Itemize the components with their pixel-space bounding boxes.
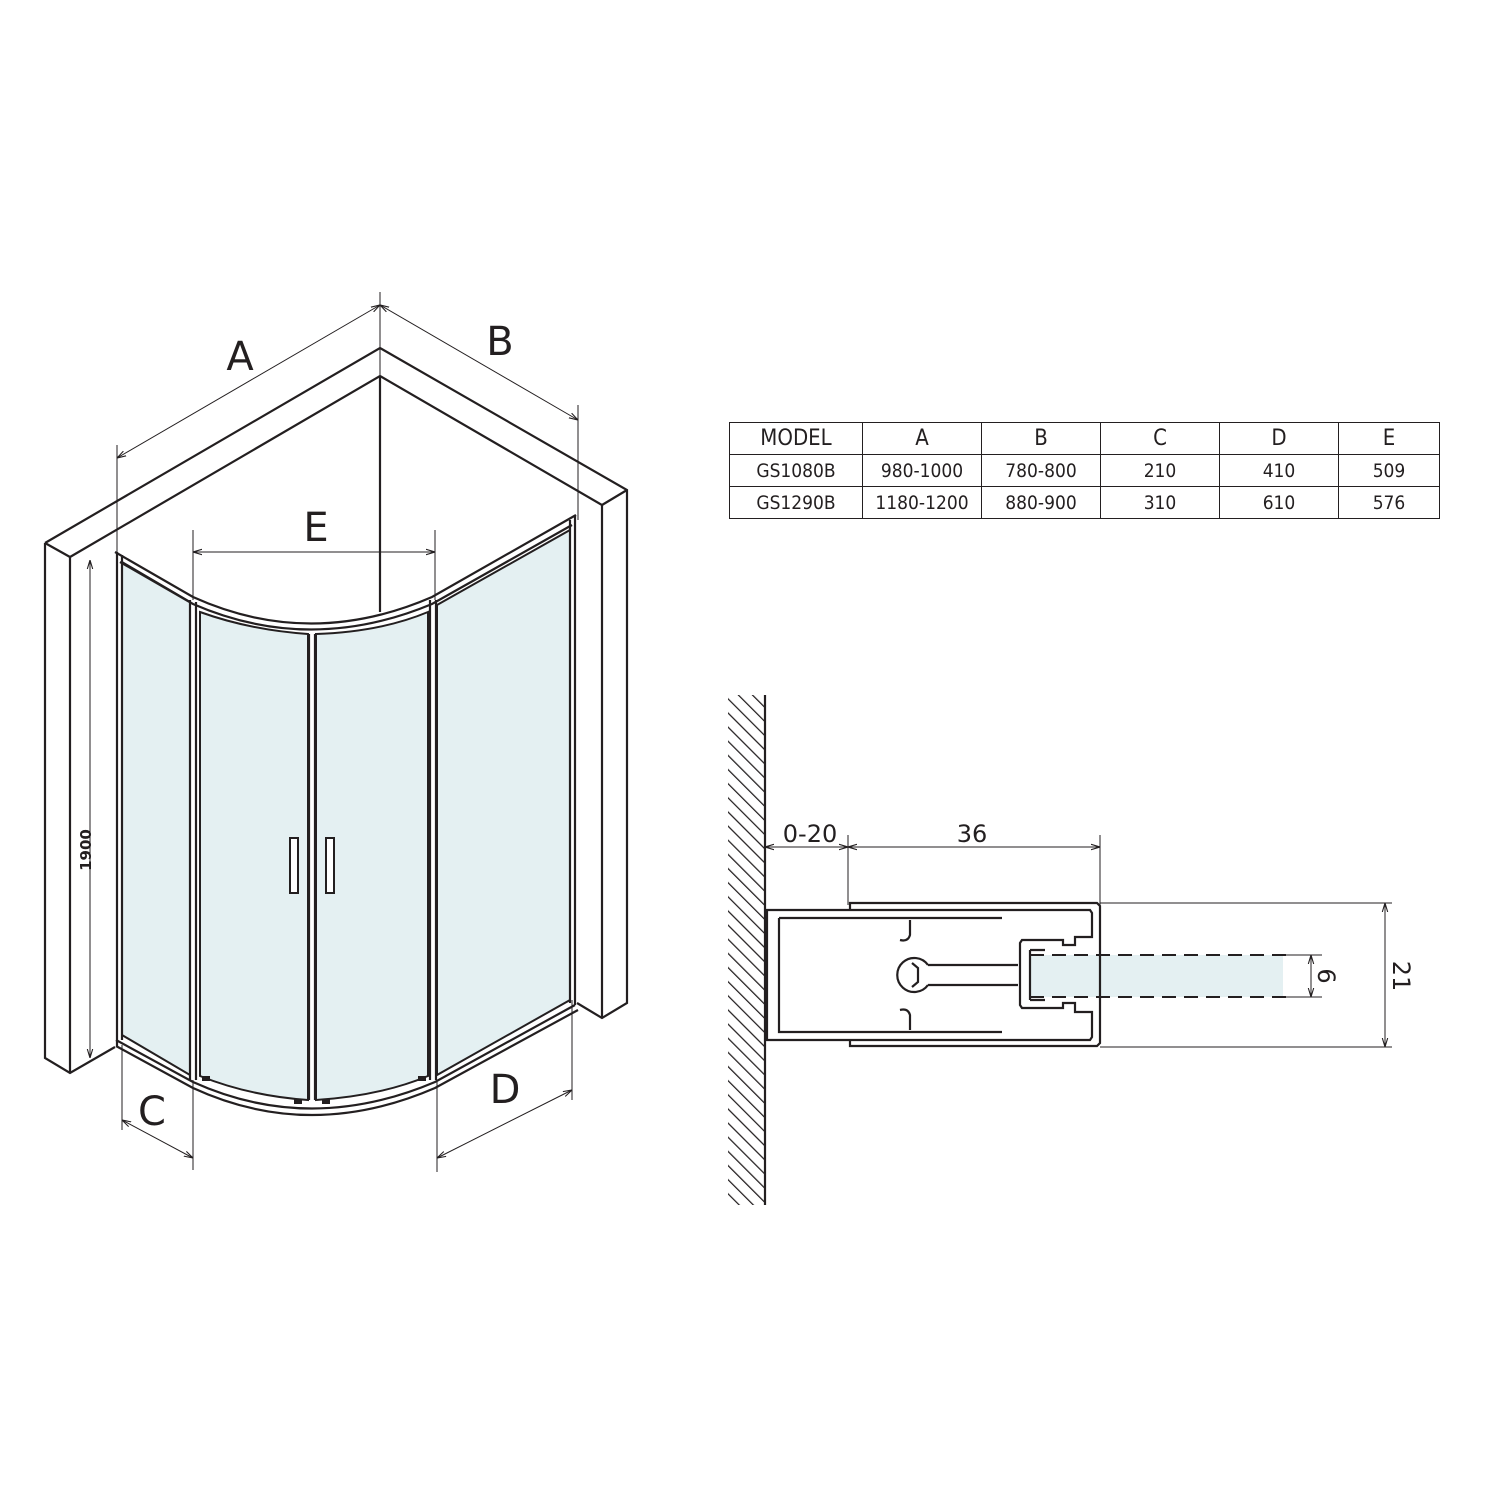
- wall-hatching: [728, 695, 765, 1205]
- enclosure-isometric: A B E C D 1900: [43, 292, 629, 1172]
- header-d: D: [1219, 422, 1339, 455]
- fixed-panel-left: [121, 560, 191, 1077]
- cell-b: 780-800: [981, 454, 1101, 487]
- dimension-label-c: C: [138, 1089, 166, 1135]
- header-a: A: [862, 422, 982, 455]
- shower-enclosure: [114, 514, 579, 1117]
- model-dimensions-table: MODEL A B C D E GS1080B 980-1000 780-800…: [729, 422, 1440, 519]
- glass-section: [1030, 955, 1283, 997]
- table-row: GS1290B 1180-1200 880-900 310 610 576: [729, 486, 1440, 519]
- sliding-door-right: [315, 610, 429, 1102]
- cell-d: 610: [1219, 486, 1339, 519]
- cell-model: GS1080B: [729, 454, 863, 487]
- header-e: E: [1338, 422, 1440, 455]
- glass-thickness-label: 6: [1312, 968, 1340, 983]
- dimension-label-height: 1900: [77, 829, 95, 871]
- door-handle-right: [325, 837, 335, 894]
- table-header-row: MODEL A B C D E: [729, 422, 1440, 455]
- dimension-lines: [90, 292, 578, 1172]
- door-handle-left: [289, 837, 299, 894]
- profile-cross-section: 0-20 36 6 21: [728, 695, 1415, 1205]
- cell-a: 980-1000: [862, 454, 982, 487]
- cell-d: 410: [1219, 454, 1339, 487]
- profile-width-label: 21: [1387, 961, 1415, 992]
- cell-model: GS1290B: [729, 486, 863, 519]
- table-row: GS1080B 980-1000 780-800 210 410 509: [729, 454, 1440, 487]
- cell-e: 509: [1338, 454, 1440, 487]
- fixed-panel-right: [436, 528, 571, 1077]
- header-c: C: [1100, 422, 1220, 455]
- cell-b: 880-900: [981, 486, 1101, 519]
- cell-a: 1180-1200: [862, 486, 982, 519]
- adjustment-label: 0-20: [783, 820, 837, 848]
- dimension-label-d: D: [490, 1067, 521, 1113]
- cell-c: 310: [1100, 486, 1220, 519]
- cell-c: 210: [1100, 454, 1220, 487]
- dimension-label-b: B: [486, 319, 513, 365]
- header-b: B: [981, 422, 1101, 455]
- dimension-label-a: A: [226, 334, 254, 380]
- profile-depth-label: 36: [957, 820, 988, 848]
- dimension-label-e: E: [303, 505, 328, 551]
- cell-e: 576: [1338, 486, 1440, 519]
- header-model: MODEL: [729, 422, 863, 455]
- aluminium-profile: [765, 901, 1102, 1048]
